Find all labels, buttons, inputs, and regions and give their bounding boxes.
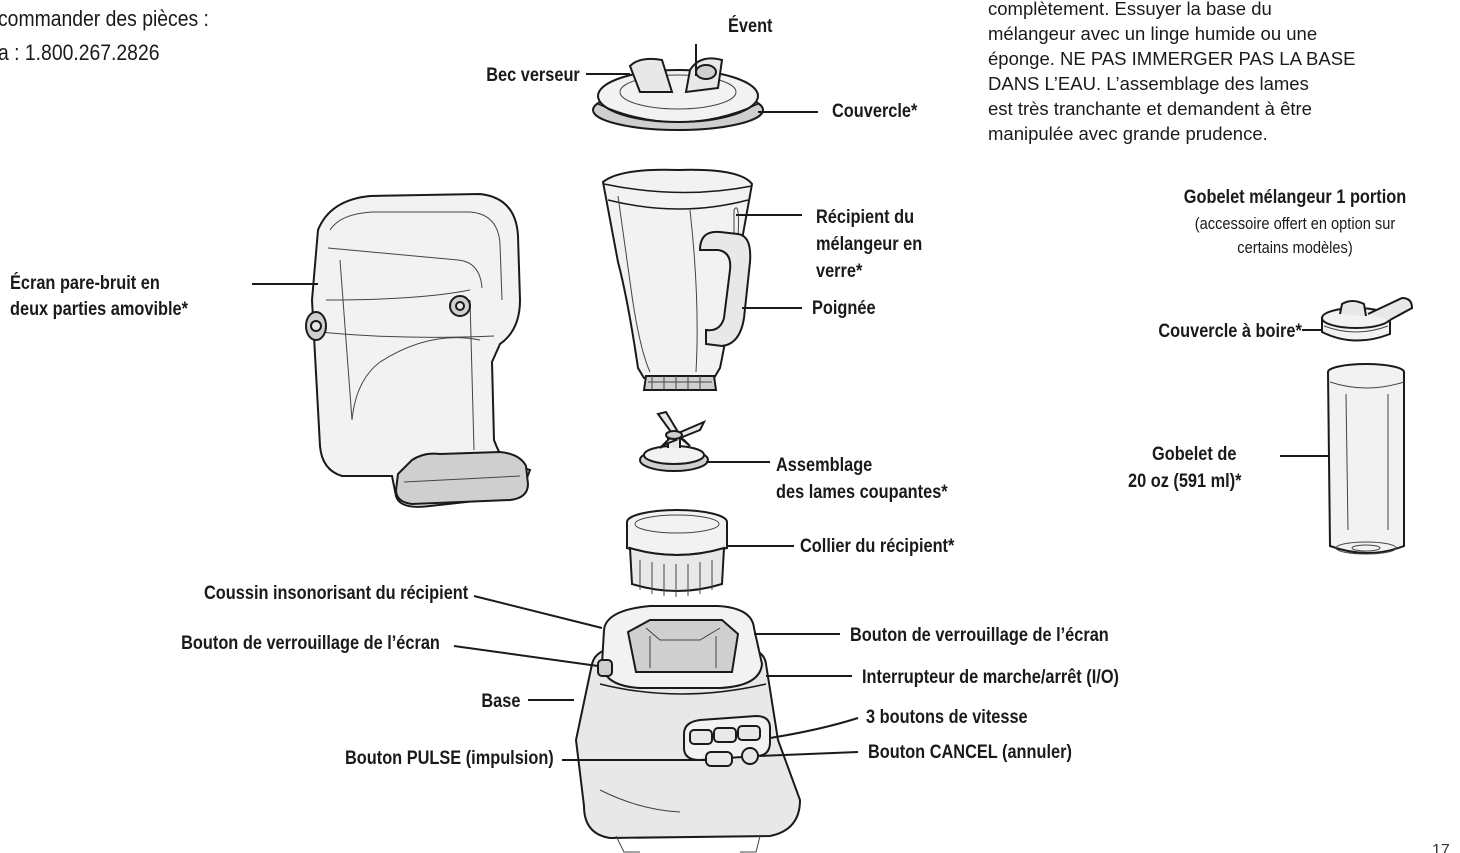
glass-jar-label: mélangeur en <box>816 234 923 255</box>
lid-illustration <box>592 57 764 131</box>
cancel-button-label: Bouton CANCEL (annuler) <box>868 742 1072 763</box>
parts-order-text: commander des pièces : <box>0 6 209 31</box>
lid-label: Couvercle* <box>832 101 918 122</box>
travel-cup-illustration <box>1327 363 1405 555</box>
blade-assembly-illustration <box>639 410 709 472</box>
page-number: 17 <box>1432 842 1450 853</box>
cup-capacity-label: 20 oz (591 ml)* <box>1128 471 1242 492</box>
leader-lines <box>252 44 1328 761</box>
handle-label: Poignée <box>812 298 876 319</box>
care-line: DANS L’EAU. L’assemblage des lames <box>988 73 1309 94</box>
pulse-button-label: Bouton PULSE (impulsion) <box>345 748 554 769</box>
blade-assembly-label: des lames coupantes* <box>776 482 948 503</box>
blade-assembly-label: Assemblage <box>776 455 873 476</box>
jar-collar-label: Collier du récipient* <box>800 536 955 557</box>
noise-shield-illustration <box>305 192 532 508</box>
single-serve-cup-note: (accessoire offert en option sur <box>1194 214 1396 233</box>
noise-shield-label: deux parties amovible* <box>10 299 188 320</box>
vent-label: Évent <box>728 16 773 37</box>
care-line: mélangeur avec un linge humide ou une <box>988 23 1318 44</box>
glass-jar-illustration <box>601 168 754 391</box>
speed-buttons-label: 3 boutons de vitesse <box>866 707 1028 728</box>
cup-label: Gobelet de <box>1152 444 1237 465</box>
care-line: manipulée avec grande prudence. <box>988 123 1268 144</box>
noise-shield-label: Écran pare-bruit en <box>10 273 160 294</box>
jar-collar-illustration <box>626 509 728 597</box>
base-label: Base <box>480 691 520 712</box>
jar-pad-label: Coussin insonorisant du récipient <box>203 583 468 604</box>
shield-lock-button-left-label: Bouton de verrouillage de l’écran <box>181 633 440 654</box>
pour-spout-label: Bec verseur <box>486 65 580 86</box>
motor-base-illustration <box>574 605 802 853</box>
glass-jar-label: Récipient du <box>816 207 915 228</box>
care-line: éponge. NE PAS IMMERGER PAS LA BASE <box>988 48 1356 69</box>
care-line: complètement. Essuyer la base du <box>988 0 1272 19</box>
shield-lock-button-right-label: Bouton de verrouillage de l’écran <box>850 625 1109 646</box>
single-serve-cup-note: certains modèles) <box>1237 238 1353 257</box>
parts-order-phone: a : 1.800.267.2826 <box>0 40 160 65</box>
drinking-lid-illustration <box>1321 296 1414 342</box>
drinking-lid-label: Couvercle à boire* <box>1158 321 1302 342</box>
glass-jar-label: verre* <box>816 261 863 282</box>
care-line: est très tranchante et demandent à être <box>988 98 1312 119</box>
single-serve-cup-title: Gobelet mélangeur 1 portion <box>1183 187 1407 208</box>
power-switch-label: Interrupteur de marche/arrêt (I/O) <box>862 667 1119 688</box>
